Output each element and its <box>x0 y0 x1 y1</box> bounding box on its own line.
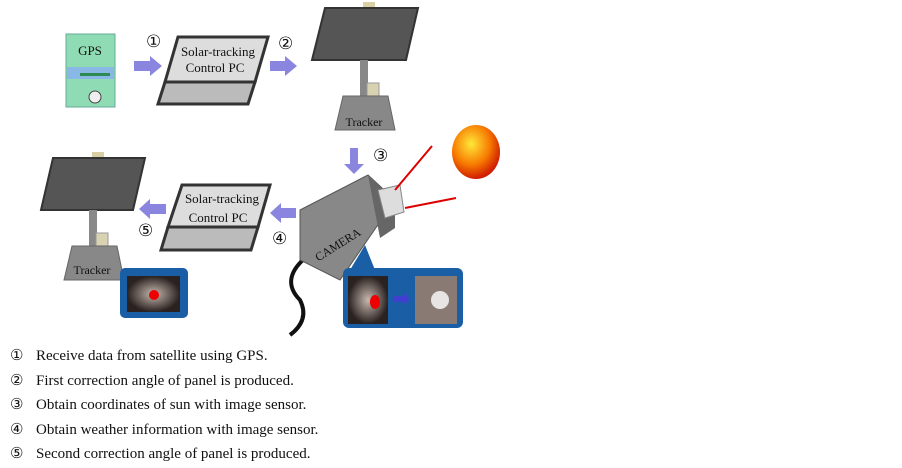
step-3: ③ <box>373 146 388 165</box>
svg-text:Control PC: Control PC <box>186 60 245 75</box>
control-pc-bottom: Solar-tracking Control PC <box>158 183 272 252</box>
arrow-3-icon <box>344 148 364 174</box>
flow-arrows <box>134 56 364 223</box>
svg-text:Control PC: Control PC <box>189 210 248 225</box>
arrow-4-icon <box>270 203 296 223</box>
gps-label: GPS <box>78 43 102 58</box>
sensor-image-result <box>120 268 188 318</box>
arrow-5-icon <box>139 199 166 219</box>
tracker-top: Tracker <box>310 2 420 131</box>
svg-text:Solar-tracking: Solar-tracking <box>181 44 256 59</box>
step-4: ④ <box>272 229 287 248</box>
camera: CAMERA <box>288 125 500 337</box>
diagram: GPS ① ② ③ ④ ⑤ Solar-tracking Control PC … <box>39 2 500 337</box>
gps-device: GPS <box>65 33 116 108</box>
step-5: ⑤ <box>138 221 153 240</box>
step-2: ② <box>278 34 293 53</box>
control-pc-top: Solar-tracking Control PC <box>155 35 270 106</box>
arrow-1-icon <box>134 56 162 76</box>
svg-text:Tracker: Tracker <box>74 263 111 277</box>
svg-text:Tracker: Tracker <box>346 115 383 129</box>
svg-text:Solar-tracking: Solar-tracking <box>185 191 260 206</box>
arrow-2-icon <box>270 56 297 76</box>
tracker-bottom: Tracker <box>39 152 147 281</box>
step-1: ① <box>146 32 161 51</box>
sensor-images <box>343 245 463 328</box>
sun-icon <box>452 125 500 179</box>
